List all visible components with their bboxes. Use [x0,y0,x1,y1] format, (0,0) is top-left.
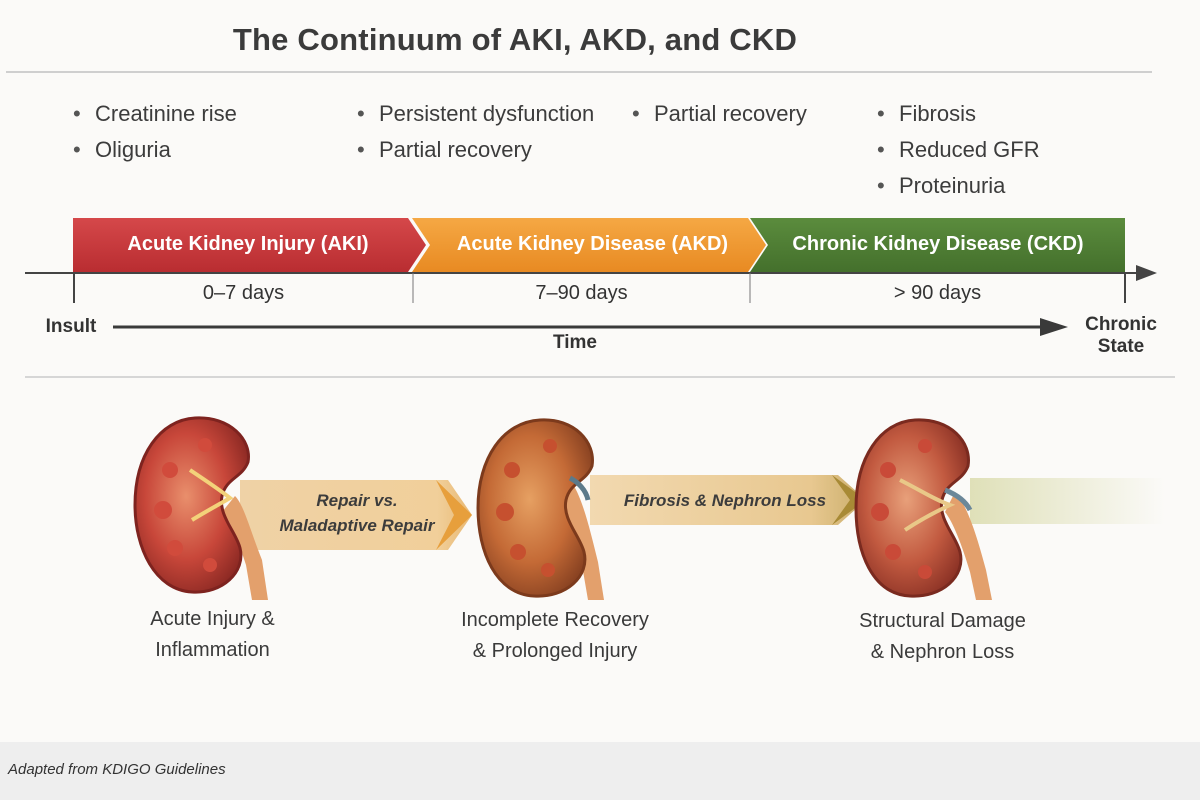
list-item: Partial recovery [357,139,594,162]
kidney-progression-illustration [133,416,1165,600]
source-note: Adapted from KDIGO Guidelines [8,761,226,778]
fibrosis-arrow [590,475,866,525]
list-item: Persistent dysfunction [357,103,594,126]
caption-line1: Incomplete Recovery [461,609,649,631]
time-arrow [113,318,1068,336]
fibrosis-arrow-label: Fibrosis & Nephron Loss [623,491,827,510]
kidney-acute-caption: Acute Injury & Inflammation [110,604,315,666]
timeline-arrowhead [1136,265,1157,281]
state-label: State [1097,336,1145,357]
transition-features-list: Partial recovery [632,103,807,139]
list-item: Creatinine rise [73,103,237,126]
time-arrowhead [1040,318,1068,336]
chronic-fade-tail [970,478,1165,524]
list-item: Reduced GFR [877,139,1040,162]
footer-bar: Adapted from KDIGO Guidelines [0,742,1200,800]
list-item: Proteinuria [877,175,1040,198]
ckd-band [750,218,1125,272]
kidney-damage-caption: Structural Damage & Nephron Loss [830,606,1055,668]
list-item: Partial recovery [632,103,807,126]
repair-label-line1: Repair vs. [316,491,398,510]
kidney-incomplete-recovery [476,418,604,600]
kidney-incomplete-caption: Incomplete Recovery & Prolonged Injury [440,605,670,667]
stage-timeline [25,218,1157,303]
ckd-duration: > 90 days [893,282,982,304]
akd-features-list: Persistent dysfunction Partial recovery [357,103,594,175]
insult-label: Insult [45,316,97,337]
list-item: Fibrosis [877,103,1040,126]
repair-arrowhead [436,480,472,550]
caption-line1: Acute Injury & [150,608,275,630]
caption-line1: Structural Damage [859,610,1026,632]
repair-arrow-label: Repair vs. Maladaptive Repair [262,488,452,538]
chronic-state-label: Chronic State [1075,314,1167,358]
akd-band [412,218,766,272]
section-divider [25,376,1175,378]
aki-band [73,218,426,272]
ckd-features-list: Fibrosis Reduced GFR Proteinuria [877,103,1040,211]
akd-duration: 7–90 days [535,282,628,304]
ckd-band-label: Chronic Kidney Disease (CKD) [792,233,1084,255]
aki-duration: 0–7 days [202,282,285,304]
list-item: Oliguria [73,139,237,162]
aki-band-label: Acute Kidney Injury (AKI) [127,233,369,255]
repair-label-line2: Maladaptive Repair [279,516,435,535]
caption-line2: & Prolonged Injury [472,640,638,662]
caption-line2: & Nephron Loss [870,641,1015,663]
page-title: The Continuum of AKI, AKD, and CKD [232,22,798,57]
kidney-acute [133,416,268,600]
aki-features-list: Creatinine rise Oliguria [73,103,237,175]
kidney-structural-damage [854,418,992,600]
title-divider [6,71,1152,73]
akd-band-label: Acute Kidney Disease (AKD) [456,233,729,255]
caption-line2: Inflammation [155,639,270,661]
chronic-label: Chronic [1085,314,1157,335]
time-label: Time [552,332,597,353]
repair-arrow [240,480,472,550]
